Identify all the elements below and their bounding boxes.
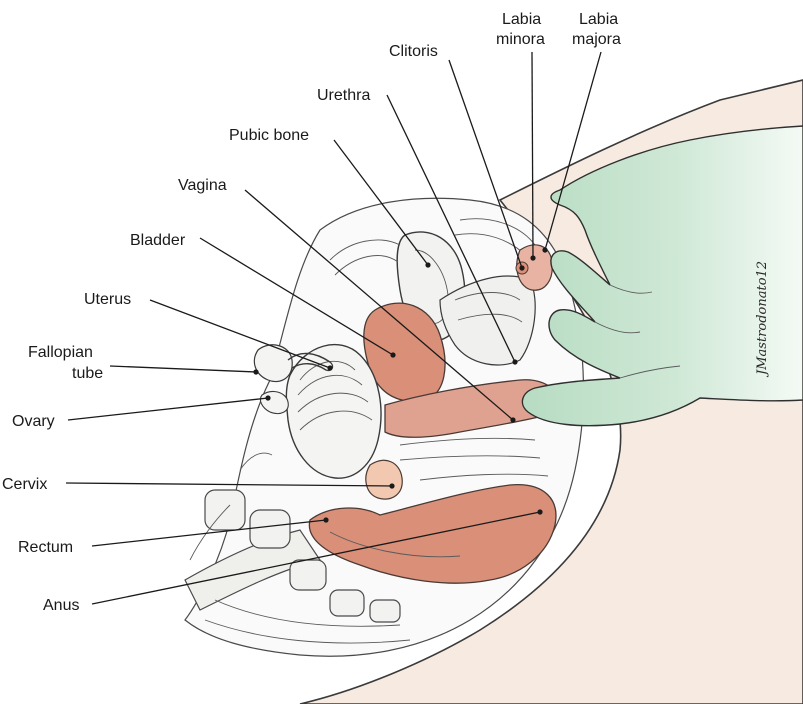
label-labia-majora-line2: majora — [572, 31, 621, 48]
label-bladder: Bladder — [130, 232, 186, 249]
label-fallopian-line1: Fallopian — [28, 344, 93, 361]
artist-signature: JMastrodonato12 — [755, 261, 770, 378]
label-cervix: Cervix — [2, 476, 47, 493]
label-ovary: Ovary — [12, 413, 55, 430]
label-vagina: Vagina — [178, 177, 227, 194]
label-labia-minora-line1: Labia — [502, 11, 541, 28]
label-anus: Anus — [43, 597, 79, 614]
label-labia-minora-line2: minora — [496, 31, 545, 48]
label-labia-majora-line1: Labia — [579, 11, 618, 28]
cervix-shape — [366, 460, 402, 499]
label-pubic-bone: Pubic bone — [229, 127, 309, 144]
label-rectum: Rectum — [18, 539, 73, 556]
label-clitoris: Clitoris — [389, 43, 438, 60]
label-uterus: Uterus — [84, 291, 131, 308]
label-urethra: Urethra — [317, 87, 370, 104]
label-fallopian-line2: tube — [72, 365, 103, 382]
